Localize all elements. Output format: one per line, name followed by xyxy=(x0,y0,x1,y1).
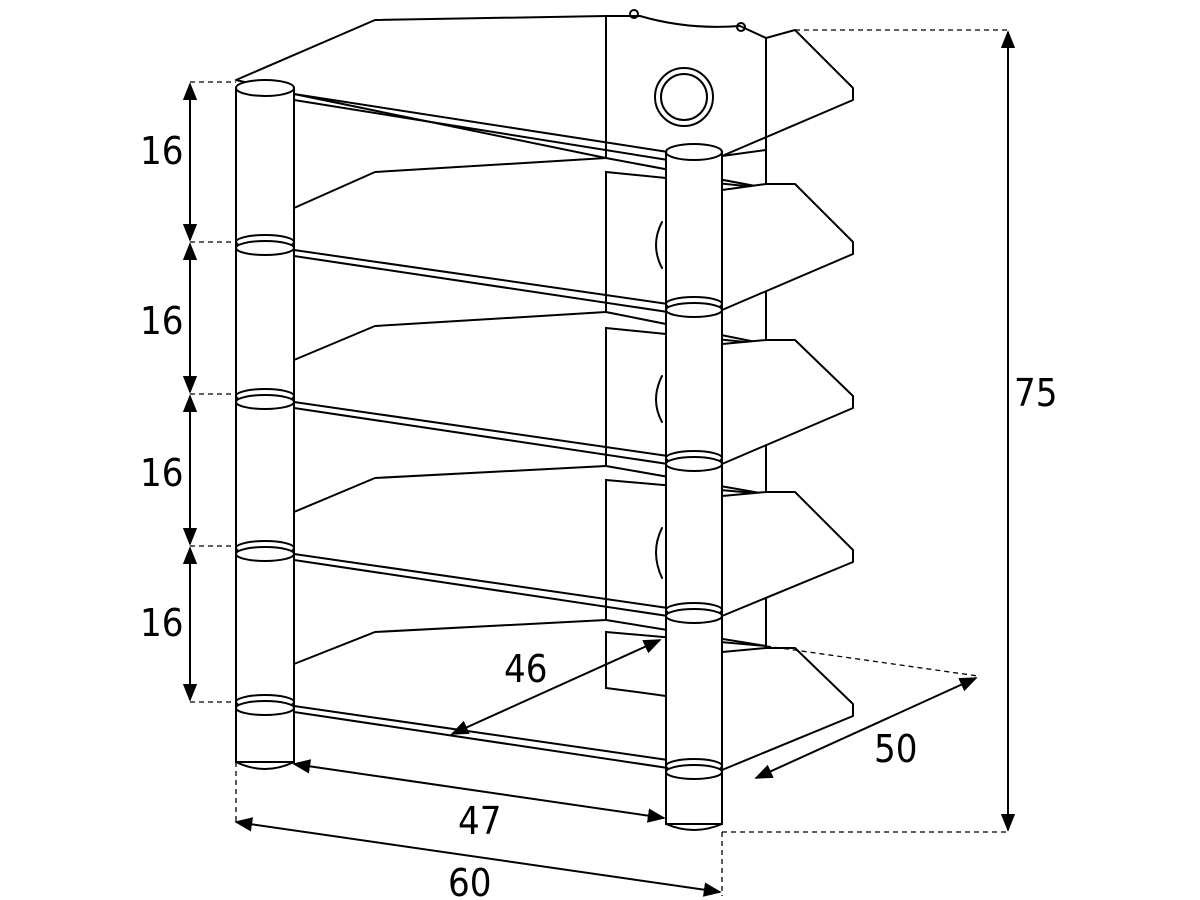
inner-width-label: 47 xyxy=(458,799,502,843)
inner-depth-label: 46 xyxy=(504,647,548,691)
depth-arrow xyxy=(754,677,978,779)
shelf-2 xyxy=(293,157,854,313)
shelf-spacing-4-label: 16 xyxy=(140,601,184,645)
shelf-4 xyxy=(293,465,854,617)
total-height-label: 75 xyxy=(1014,371,1058,415)
left-leg xyxy=(235,79,295,770)
shelf-spacing-2-label: 16 xyxy=(140,299,184,343)
dimension-labels: 16 16 16 16 75 46 50 47 60 xyxy=(140,129,1058,900)
shelf-bottom xyxy=(293,619,854,771)
extension-lines xyxy=(190,29,1008,896)
dimension-arrows xyxy=(182,30,1016,897)
shelf-3 xyxy=(293,311,854,465)
inner-depth-arrow xyxy=(450,639,662,735)
shelf-spacing-3-label: 16 xyxy=(140,451,184,495)
inner-width-arrow xyxy=(292,759,666,823)
shelf-top xyxy=(235,15,854,161)
total-width-label: 60 xyxy=(448,861,492,900)
shelf-spacing-1-label: 16 xyxy=(140,129,184,173)
right-leg xyxy=(665,143,723,831)
depth-label: 50 xyxy=(874,727,918,771)
total-width-arrow xyxy=(234,817,722,897)
